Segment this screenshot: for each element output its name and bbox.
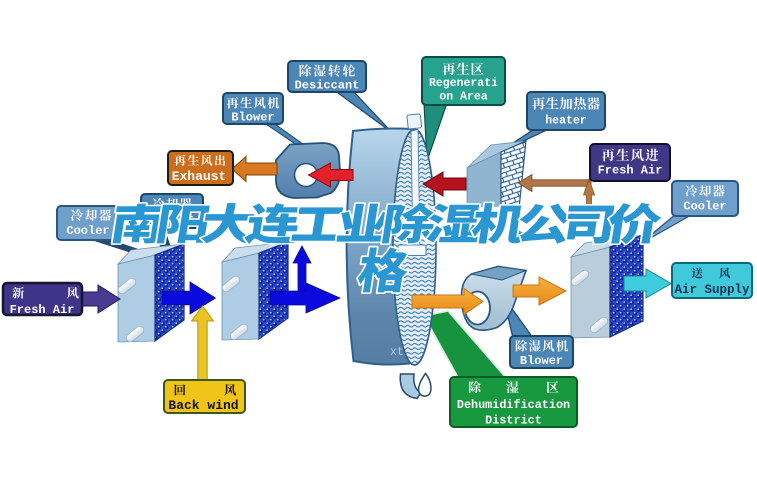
svg-text:Fresh Air: Fresh Air [10, 303, 75, 317]
svg-text:Exhaust: Exhaust [172, 169, 227, 184]
svg-text:Regenerati: Regenerati [429, 77, 498, 90]
svg-text:Cooler: Cooler [66, 224, 109, 238]
svg-text:heater: heater [545, 115, 587, 128]
svg-text:Desiccant: Desiccant [295, 79, 360, 93]
svg-text:Fresh Air: Fresh Air [598, 164, 663, 178]
svg-text:on Area: on Area [439, 91, 487, 104]
svg-text:Blower: Blower [231, 111, 274, 125]
svg-text:District: District [485, 414, 542, 428]
svg-text:Blower: Blower [520, 354, 563, 368]
svg-text:Cooler: Cooler [683, 200, 726, 214]
svg-text:xt: xt [390, 346, 404, 359]
svg-text:Air Supply: Air Supply [674, 283, 750, 297]
svg-text:Back wind: Back wind [168, 398, 238, 413]
svg-text:Dehumidification: Dehumidification [457, 398, 570, 412]
